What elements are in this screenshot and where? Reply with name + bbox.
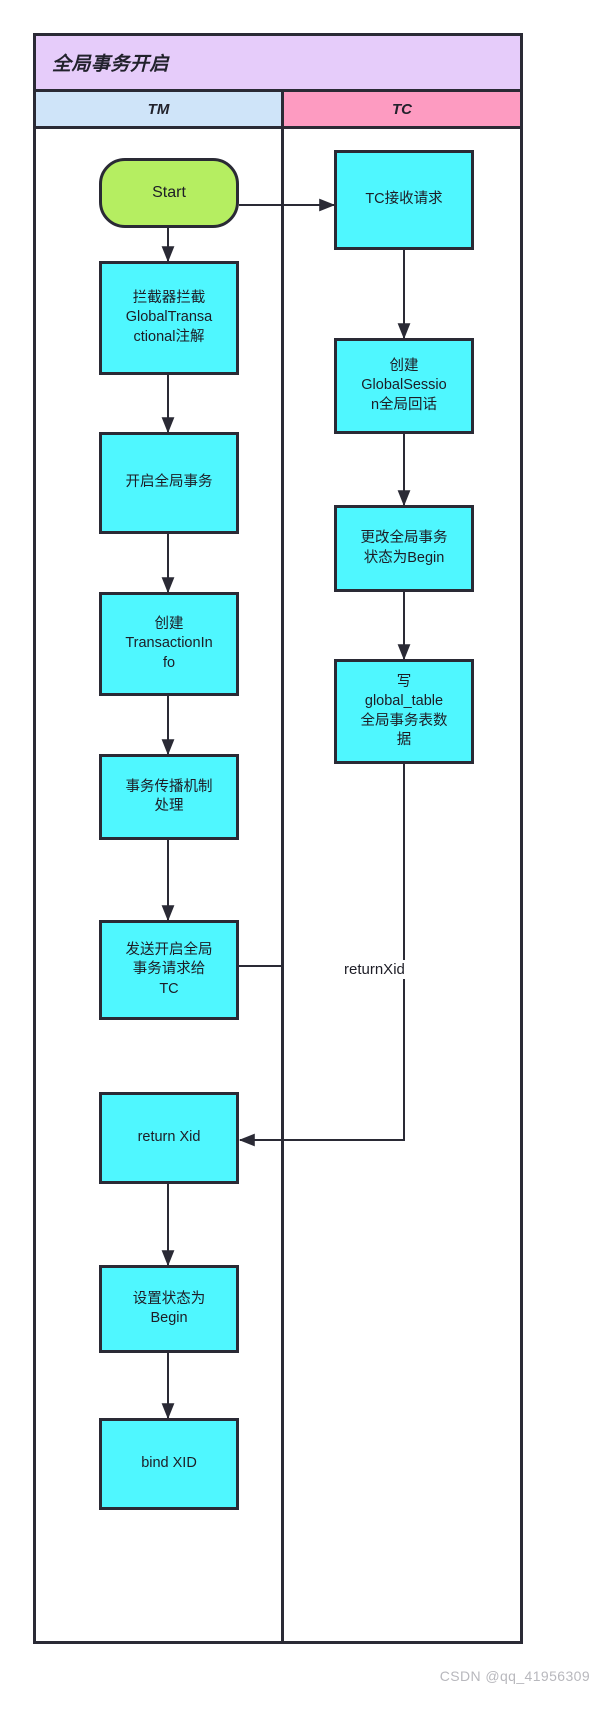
node-bind-xid[interactable]: bind XID [99, 1418, 239, 1510]
node-create-transaction-info[interactable]: 创建 TransactionIn fo [99, 592, 239, 696]
node-tc-receive-request[interactable]: TC接收请求 [334, 150, 474, 250]
node-open-global-transaction[interactable]: 开启全局事务 [99, 432, 239, 534]
node-write-global-table[interactable]: 写 global_table 全局事务表数 据 [334, 659, 474, 764]
pool-title: 全局事务开启 [36, 36, 520, 92]
node-change-status-begin[interactable]: 更改全局事务 状态为Begin [334, 505, 474, 592]
node-propagation-handling[interactable]: 事务传播机制 处理 [99, 754, 239, 840]
lane-header-tm: TM [36, 92, 284, 126]
lane-header-row: TM TC [36, 92, 520, 129]
node-interceptor[interactable]: 拦截器拦截 GlobalTransa ctional注解 [99, 261, 239, 375]
watermark: CSDN @qq_41956309 [439, 1668, 590, 1684]
node-return-xid[interactable]: return Xid [99, 1092, 239, 1184]
edge-label-return-xid: returnXid [340, 960, 409, 979]
node-set-status-begin[interactable]: 设置状态为 Begin [99, 1265, 239, 1353]
node-send-begin-request[interactable]: 发送开启全局 事务请求给 TC [99, 920, 239, 1020]
node-start[interactable]: Start [99, 158, 239, 228]
node-create-global-session[interactable]: 创建 GlobalSessio n全局回话 [334, 338, 474, 434]
lane-header-tc: TC [284, 92, 520, 126]
